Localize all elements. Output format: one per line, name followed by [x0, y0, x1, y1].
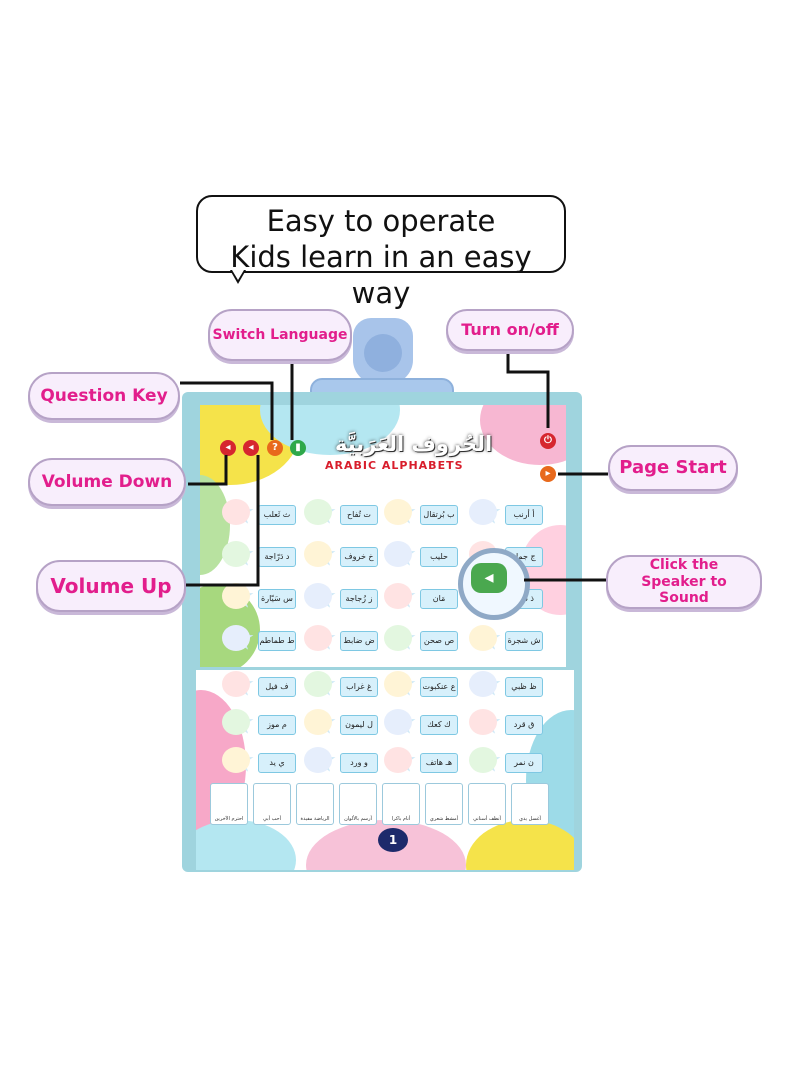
speaker-grille [364, 334, 402, 372]
power-button[interactable]: ⏻ [540, 433, 556, 449]
letter-label[interactable]: أ أرنب [505, 505, 543, 525]
letter-label[interactable]: غ غراب [340, 677, 378, 697]
callout-turn-onoff: Turn on/off [446, 309, 574, 351]
callout-volume-down: Volume Down [28, 458, 186, 506]
letter-picture[interactable] [384, 671, 412, 697]
habit-card-label: أنظف أسناني [473, 816, 501, 822]
page-start-button[interactable]: ▸ [540, 466, 556, 482]
habit-card[interactable]: أغسل يدي [511, 783, 549, 825]
letter-label[interactable]: ض ضابط [340, 631, 378, 651]
letter-label[interactable]: ل ليمون [340, 715, 378, 735]
switch-language-button[interactable]: ▮ [290, 440, 306, 456]
letter-picture[interactable] [384, 583, 412, 609]
letter-picture[interactable] [469, 499, 497, 525]
letter-picture[interactable] [384, 709, 412, 735]
speech-bubble: Easy to operate Kids learn in an easy wa… [196, 195, 566, 310]
line-question [180, 381, 274, 440]
letter-label[interactable]: ط طماطم [258, 631, 296, 651]
letter-picture[interactable] [384, 747, 412, 773]
letter-picture[interactable] [222, 709, 250, 735]
book-title-english: ARABIC ALPHABETS [325, 459, 464, 472]
habit-card[interactable]: أحب أبي [253, 783, 291, 825]
letter-label[interactable]: س سَيّارة [258, 589, 296, 609]
letter-picture[interactable] [304, 747, 332, 773]
letter-picture[interactable] [304, 499, 332, 525]
letter-picture[interactable] [304, 709, 332, 735]
letter-picture[interactable] [222, 625, 250, 651]
letter-label[interactable]: ق قرد [505, 715, 543, 735]
callout-volume-up: Volume Up [36, 560, 186, 612]
line-volume-up [186, 455, 260, 587]
letter-label[interactable]: حليب [420, 547, 458, 567]
habit-card-label: أغسل يدي [519, 816, 541, 822]
callout-page-start: Page Start [608, 445, 738, 491]
book-page-top [200, 405, 566, 667]
letter-picture[interactable] [222, 499, 250, 525]
letter-label[interactable]: هـ هاتف [420, 753, 458, 773]
letter-label[interactable]: مَان [420, 589, 458, 609]
letter-label[interactable]: ك كعك [420, 715, 458, 735]
question-key-button[interactable]: ? [267, 440, 283, 456]
letter-picture[interactable] [304, 671, 332, 697]
letter-picture[interactable] [222, 583, 250, 609]
letter-picture[interactable] [469, 625, 497, 651]
letter-picture[interactable] [384, 499, 412, 525]
bubble-line-1: Easy to operate [266, 204, 496, 238]
letter-label[interactable]: ع عنكبوت [420, 677, 458, 697]
habit-card[interactable]: أرسم بالألوان [339, 783, 377, 825]
line-power [506, 352, 550, 428]
volume-up-button[interactable]: ◂ [243, 440, 259, 456]
letter-picture[interactable] [304, 625, 332, 651]
habit-card[interactable]: احترم الآخرين [210, 783, 248, 825]
habit-card-label: أرسم بالألوان [344, 816, 372, 822]
habit-card[interactable]: أنام باكرا [382, 783, 420, 825]
habit-card[interactable]: أمشط شعري [425, 783, 463, 825]
letter-picture[interactable] [384, 625, 412, 651]
letter-picture[interactable] [469, 747, 497, 773]
letter-label[interactable]: ز زُجاجة [340, 589, 378, 609]
habit-card-label: احترم الآخرين [214, 816, 244, 822]
letter-label[interactable]: م موز [258, 715, 296, 735]
letter-picture[interactable] [222, 541, 250, 567]
letter-picture[interactable] [304, 541, 332, 567]
habit-card-label: أحب أبي [263, 816, 281, 822]
letter-label[interactable]: و ورد [340, 753, 378, 773]
bubble-tail-inner [232, 270, 244, 280]
letter-label[interactable]: ص صحن [420, 631, 458, 651]
line-volume-down [188, 455, 228, 486]
volume-down-button[interactable]: ◂ [220, 440, 236, 456]
callout-switch-language: Switch Language [208, 309, 352, 361]
letter-picture[interactable] [469, 671, 497, 697]
letter-label[interactable]: ش شجرة [505, 631, 543, 651]
letter-picture[interactable] [384, 541, 412, 567]
habit-card[interactable]: أنظف أسناني [468, 783, 506, 825]
letter-label[interactable]: ي يد [258, 753, 296, 773]
letter-picture[interactable] [222, 671, 250, 697]
letter-label[interactable]: ن نمر [505, 753, 543, 773]
habit-card-label: أمشط شعري [429, 816, 459, 822]
letter-picture[interactable] [304, 583, 332, 609]
habit-card-label: أنام باكرا [391, 816, 411, 822]
letter-label[interactable]: خ خروف [340, 547, 378, 567]
habit-card[interactable]: الرياضة مفيدة [296, 783, 334, 825]
callout-question-key: Question Key [28, 372, 180, 420]
letter-picture[interactable] [469, 709, 497, 735]
bubble-line-2: Kids learn in an easy way [230, 240, 532, 310]
speaker-icon[interactable]: ◂ [471, 563, 507, 593]
letter-picture[interactable] [222, 747, 250, 773]
book-title-arabic: الحُروف العَرَبيَّة [335, 432, 493, 456]
letter-label[interactable]: ف فيل [258, 677, 296, 697]
letter-label[interactable]: د دَرّاجة [258, 547, 296, 567]
callout-click-speaker: Click the Speaker to Sound [606, 555, 762, 609]
habit-card-label: الرياضة مفيدة [300, 816, 330, 822]
letter-label[interactable]: ت تُفاح [340, 505, 378, 525]
page-number: 1 [378, 828, 408, 852]
letter-label[interactable]: ب بُرتقال [420, 505, 458, 525]
letter-label[interactable]: ظ ظبي [505, 677, 543, 697]
